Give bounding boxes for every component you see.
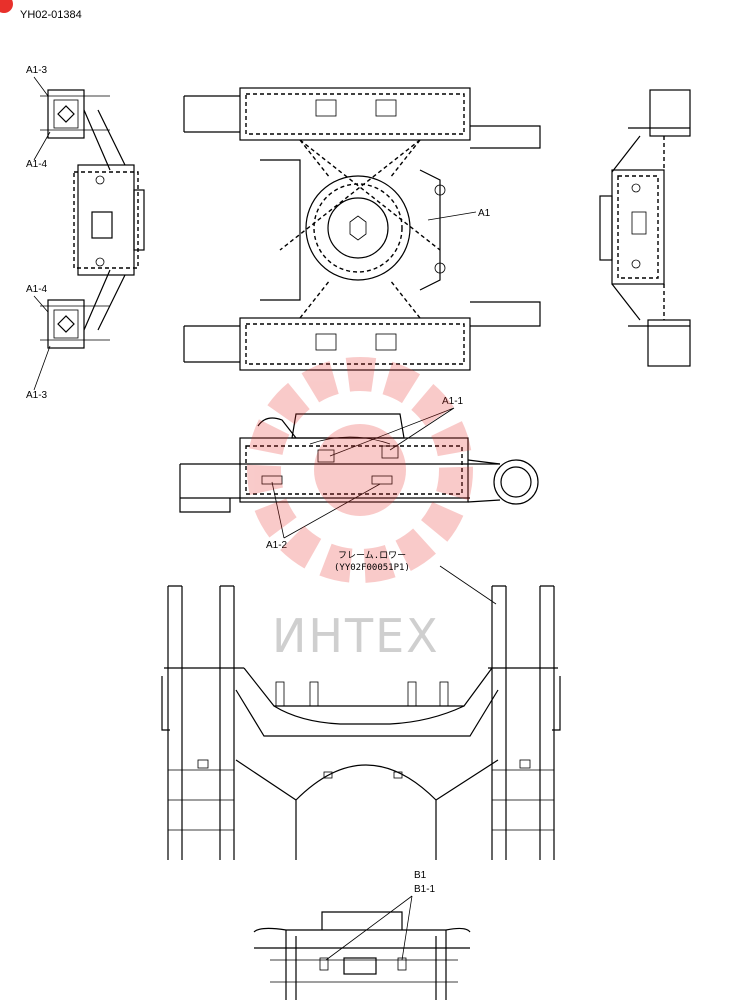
label-a1-4-top: A1-4 xyxy=(26,159,48,170)
watermark-text: ИНТЕХ xyxy=(272,609,440,663)
document-id: YH02-01384 xyxy=(20,9,82,21)
label-a1: A1 xyxy=(478,208,491,219)
label-a1-3-top: A1-3 xyxy=(26,65,48,76)
label-a1-1: A1-1 xyxy=(442,396,464,407)
bottom-detail-view xyxy=(253,911,471,1000)
side-view xyxy=(179,413,539,513)
watermark xyxy=(247,357,473,583)
leader-lines-left xyxy=(33,76,51,391)
label-b1: B1 xyxy=(414,870,427,881)
part-number: (YY02F00051P1) xyxy=(334,563,410,573)
leader-a1 xyxy=(427,211,477,221)
label-a1-2: A1-2 xyxy=(266,540,288,551)
label-a1-4-bottom: A1-4 xyxy=(26,284,48,295)
leader-b1 xyxy=(325,895,413,961)
leader-part-callout xyxy=(439,565,497,605)
corner-marker xyxy=(0,0,13,13)
front-elevation-view xyxy=(161,585,561,860)
left-end-view xyxy=(40,89,145,349)
label-a1-3-bottom: A1-3 xyxy=(26,390,48,401)
top-plan-view xyxy=(183,87,541,371)
part-name: フレーム.ロワー xyxy=(338,550,406,561)
right-end-view xyxy=(599,89,691,367)
label-b1-1: B1-1 xyxy=(414,884,436,895)
leader-a1-1-a1-2 xyxy=(271,407,455,539)
